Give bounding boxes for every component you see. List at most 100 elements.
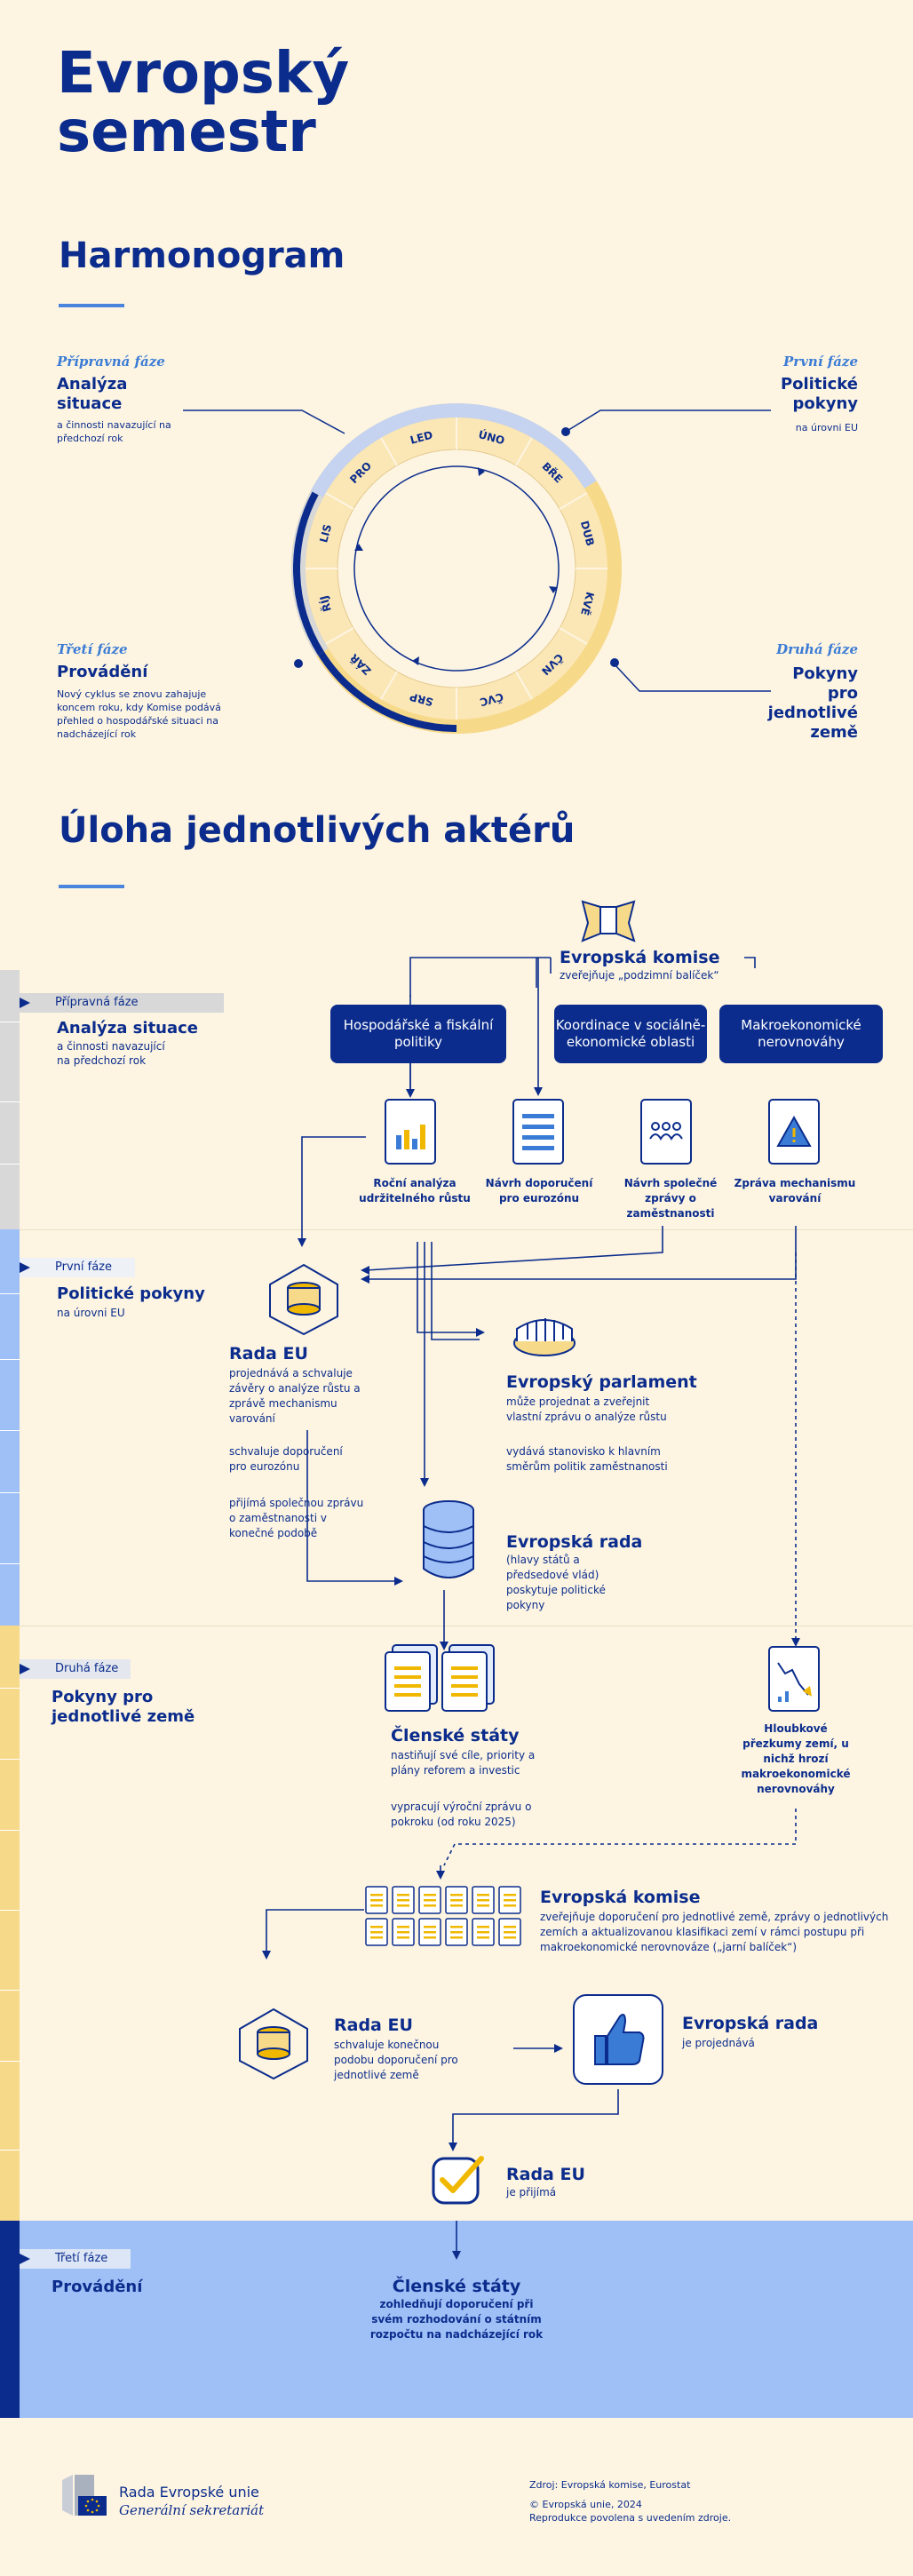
council2-name: Rada EU [334, 2015, 413, 2035]
prep-connector [183, 409, 345, 434]
doc-eurozone-label: Návrh doporučení pro eurozónu [485, 1177, 593, 1205]
arrow-head-icon [478, 467, 485, 476]
page-title: Evropský semestr [57, 41, 350, 165]
in-depth-review-icon [768, 1646, 820, 1712]
arrow-head-icon [354, 544, 363, 551]
band-prep-title: Analýza situace [57, 1019, 199, 1038]
month-label-7: SRP [409, 690, 435, 708]
prep-phase-title: Analýza situace [57, 375, 128, 413]
phase-third-arc-top [293, 491, 324, 656]
berlaymont-icon [581, 900, 636, 942]
growth-report-icon [385, 1099, 436, 1165]
band-tick [0, 1359, 20, 1360]
band-tick [0, 1492, 20, 1493]
parliament-text2: vydává stanovisko k hlavním směrům polit… [506, 1445, 668, 1473]
box-fiscal-policies: Hospodářské a fiskální politiky [330, 1005, 506, 1063]
commission1-name: Evropská komise [560, 948, 720, 967]
members1-text1: nastiňují své cíle, priority a plány ref… [391, 1749, 536, 1777]
band-tick [0, 1910, 20, 1911]
approval-check-icon [432, 2156, 484, 2205]
month-label-9: ŘÍJ [317, 594, 334, 613]
footer-copyright: © Evropská unie, 2024 [529, 2499, 642, 2510]
band-first-edge [0, 1229, 20, 1626]
third-phase-label: Třetí fáze [57, 641, 128, 657]
month-label-4: KVĚ [578, 591, 597, 617]
parliament-name: Evropský parlament [506, 1372, 697, 1392]
month-separator [380, 671, 398, 700]
euco2-name: Evropská rada [682, 2014, 819, 2033]
thumbs-up-icon [573, 1994, 663, 2085]
wheel-inner [337, 449, 576, 688]
band-first-title: Politické pokyny [57, 1284, 205, 1303]
prep-phase-sub: a činnosti navazující na předchozí rok [57, 419, 171, 444]
euco2-text: je projednává [682, 2037, 755, 2049]
arrow-head-icon [549, 586, 558, 593]
members1-text2: vypracují výroční zprávu o pokroku (od r… [391, 1801, 532, 1828]
band-third-title: Provádění [52, 2278, 143, 2296]
band-tick [0, 1759, 20, 1760]
band-third-tag: Třetí fáze [20, 2249, 131, 2269]
council-logo-icon [62, 2475, 107, 2516]
second-connector [614, 664, 771, 692]
roles-underline [59, 885, 124, 888]
first-phase-title: Politické pokyny [780, 375, 858, 413]
council3-name: Rada EU [506, 2165, 585, 2184]
arrow-head-icon [412, 656, 419, 665]
footer-org-sub: Generální sekretariát [119, 2502, 265, 2518]
band-prep-edge [0, 970, 20, 1229]
third-phase-sub: Nový cyklus se znovu zahajuje koncem rok… [57, 688, 221, 740]
band-first-sub: na úrovni EU [57, 1307, 125, 1319]
band-tick [0, 1563, 20, 1564]
band-tick [0, 1101, 20, 1102]
band-tick [0, 1830, 20, 1831]
employment-report-icon [640, 1099, 692, 1165]
prep-phase-label: Přípravná fáze [57, 354, 165, 370]
band-second-edge [0, 1626, 20, 2221]
band-tick [0, 2061, 20, 2062]
commission1-text: zveřejňuje „podzimní balíček“ [560, 969, 719, 982]
doc-employment-label: Návrh společné zprávy o zaměstnanosti [623, 1177, 718, 1220]
band-prep-sub: a činnosti navazující na předchozí rok [57, 1040, 165, 1067]
phase-first-arc [310, 403, 597, 498]
members2-text: zohledňují doporučení při svém rozhodová… [369, 2298, 544, 2341]
indepth-text: Hloubkové přezkumy zemí, u nichž hrozí m… [741, 1722, 851, 1795]
parliament-text1: může projednat a zveřejnit vlastní zpráv… [506, 1395, 667, 1423]
second-phase-label: Druhá fáze [776, 641, 858, 657]
flow-connectors [262, 957, 800, 2260]
month-label-6: ČVC [478, 690, 504, 710]
commission2-text: zveřejňuje doporučení pro jednotlivé zem… [540, 1911, 889, 1953]
second-phase-title: Pokyny pro jednotlivé země [767, 664, 858, 742]
euco1-name: Evropská rada [506, 1532, 643, 1552]
council1-text1: projednává a schvaluje závěry o analýze … [229, 1367, 361, 1425]
doc-growth-label: Roční analýza udržitelného růstu [359, 1177, 471, 1205]
doc-alert-label: Zpráva mechanismu varování [734, 1177, 856, 1205]
band-first-tag: První fáze [20, 1258, 135, 1277]
band-third-edge [0, 2221, 20, 2418]
month-separator [325, 627, 354, 645]
council-building-icon [269, 1263, 338, 1336]
council1-text3: přijímá společnou zprávu o zaměstnanosti… [229, 1497, 364, 1539]
council1-name: Rada EU [229, 1344, 308, 1364]
month-separator [515, 671, 533, 700]
band-second-title: Pokyny pro jednotlivé země [52, 1688, 195, 1726]
month-label-0: LED [409, 429, 434, 447]
box-socio-economic: Koordinace v sociálně-ekonomické oblasti [554, 1005, 707, 1063]
council2-text: schvaluje konečnou podobu doporučení pro… [334, 2039, 458, 2081]
box-macro-imbalances: Makroekonomické nerovnováhy [719, 1005, 883, 1063]
month-separator [380, 437, 398, 466]
roles-title: Úloha jednotlivých aktérů [59, 810, 576, 851]
parliament-icon [513, 1318, 576, 1356]
timeline-title: Harmonogram [59, 235, 345, 276]
council-building-icon [239, 2008, 308, 2080]
footer-reprint: Reprodukce povolena s uvedením zdroje. [529, 2512, 732, 2524]
member-states-docs-icon [385, 1644, 495, 1712]
phase-second-arc [456, 481, 622, 734]
footer-source: Zdroj: Evropská komise, Eurostat [529, 2479, 691, 2491]
cycle-arrow-circle [353, 465, 560, 672]
band-tick [0, 1164, 20, 1165]
third-phase-title: Provádění [57, 663, 148, 681]
month-separator [515, 437, 533, 466]
alert-report-icon [768, 1099, 820, 1165]
footer-org: Rada Evropské unie [119, 2484, 259, 2500]
